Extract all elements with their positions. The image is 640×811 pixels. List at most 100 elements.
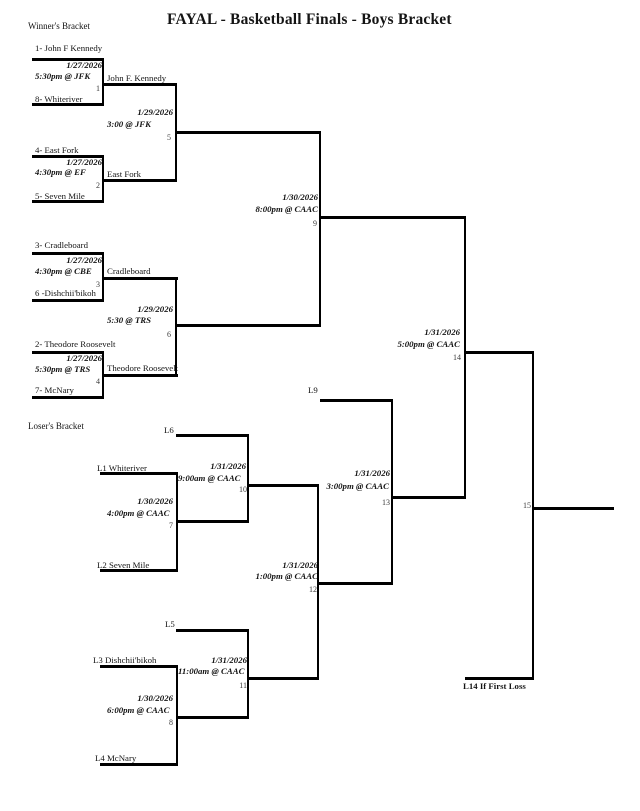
- g2-winner-label: East Fork: [107, 169, 141, 179]
- g1-top-line: [32, 58, 104, 61]
- g6-date: 1/29/2026: [137, 304, 173, 314]
- g10-feeder-label: L6: [164, 425, 174, 435]
- g3-top-line: [32, 252, 104, 255]
- g5-date: 1/29/2026: [137, 107, 173, 117]
- g7-seed-top: L1 Whiteriver: [97, 463, 147, 473]
- g8-connector: [175, 665, 178, 765]
- g8-seed-bottom: L4 McNary: [95, 753, 137, 763]
- g5-number: 5: [167, 133, 171, 142]
- g11-connector: [246, 629, 249, 718]
- g4-winner-line: [104, 374, 178, 377]
- g2-number: 2: [96, 181, 100, 190]
- g14-connector: [463, 216, 466, 498]
- g5-time: 3:00 @ JFK: [107, 119, 151, 129]
- g3-seed-top: 3- Cradleboard: [35, 240, 89, 250]
- l6-line: [176, 434, 249, 437]
- g3-number: 3: [96, 280, 100, 289]
- g6-time: 5:30 @ TRS: [107, 315, 151, 325]
- g1-winner-line: [104, 83, 177, 86]
- g2-winner-line: [104, 179, 177, 182]
- g10-time: 9:00am @ CAAC: [178, 473, 241, 483]
- g9-date: 1/30/2026: [282, 192, 318, 202]
- g7-number: 7: [169, 521, 173, 530]
- g8-time: 6:00pm @ CAAC: [107, 705, 170, 715]
- g8-seed-top: L3 Dishchii'bikoh: [93, 655, 157, 665]
- g9-time: 8:00pm @ CAAC: [255, 204, 318, 214]
- g9-winner-line: [320, 216, 466, 219]
- g3-date: 1/27/2026: [66, 255, 102, 265]
- g6-winner-line: [175, 324, 321, 327]
- g14-winner-line: [465, 351, 534, 354]
- g4-seed-top: 2- Theodore Roosevelt: [35, 339, 116, 349]
- g10-winner-line: [248, 484, 319, 487]
- l9-line: [320, 399, 393, 402]
- g4-bottom-line: [32, 396, 104, 399]
- g1-seed-bottom: 8- Whiteriver: [35, 94, 83, 104]
- g1-winner-label: John F. Kennedy: [107, 73, 167, 83]
- g3-winner-label: Cradleboard: [107, 266, 151, 276]
- g7-connector: [175, 472, 178, 571]
- g8-winner-line: [177, 716, 249, 719]
- g15-winner-line: [533, 507, 614, 510]
- g2-top-line: [32, 155, 104, 158]
- g4-seed-bottom: 7- McNary: [35, 385, 74, 395]
- g4-top-line: [32, 351, 104, 354]
- g7-time: 4:00pm @ CAAC: [107, 508, 170, 518]
- g12-time: 1:00pm @ CAAC: [255, 571, 318, 581]
- g7-seed-bottom: L2 Seven Mile: [97, 560, 150, 570]
- g7-bottom-line: [100, 569, 178, 572]
- g2-bottom-line: [32, 200, 104, 203]
- g13-time: 3:00pm @ CAAC: [326, 481, 389, 491]
- g6-connector: [174, 277, 177, 376]
- l5-line: [176, 629, 249, 632]
- g11-winner-line: [248, 677, 319, 680]
- g10-date: 1/31/2026: [210, 461, 246, 471]
- g1-bottom-line: [32, 103, 104, 106]
- g15-number: 15: [523, 501, 531, 510]
- g4-date: 1/27/2026: [66, 353, 102, 363]
- g4-winner-label: Theodore Roosevelt: [107, 363, 179, 373]
- g11-number: 11: [239, 681, 247, 690]
- g9-connector: [318, 131, 321, 326]
- g12-number: 12: [309, 585, 317, 594]
- g8-top-line: [100, 665, 178, 668]
- g6-number: 6: [167, 330, 171, 339]
- g2-date: 1/27/2026: [66, 157, 102, 167]
- g5-winner-line: [175, 131, 321, 134]
- g11-feeder-label: L5: [165, 619, 175, 629]
- g3-bottom-line: [32, 299, 104, 302]
- g8-bottom-line: [100, 763, 178, 766]
- g13-number: 13: [382, 498, 390, 507]
- g14-number: 14: [453, 353, 461, 362]
- g2-seed-top: 4- East Fork: [35, 145, 79, 155]
- g15-connector: [531, 351, 534, 679]
- g10-number: 10: [239, 485, 247, 494]
- g11-date: 1/31/2026: [211, 655, 247, 665]
- g12-winner-line: [318, 582, 393, 585]
- g10-connector: [246, 434, 249, 522]
- g2-connector: [101, 155, 104, 202]
- g2-seed-bottom: 5- Seven Mile: [35, 191, 85, 201]
- g4-number: 4: [96, 377, 100, 386]
- g7-winner-line: [177, 520, 249, 523]
- g7-top-line: [100, 472, 178, 475]
- g2-time: 4:30pm @ EF: [35, 167, 86, 177]
- g4-connector: [101, 351, 104, 398]
- g3-winner-line: [104, 277, 178, 280]
- g1-date: 1/27/2026: [66, 60, 102, 70]
- g8-number: 8: [169, 718, 173, 727]
- g15-feeder-label: L14 If First Loss: [463, 681, 526, 691]
- page-title: FAYAL - Basketball Finals - Boys Bracket: [167, 11, 452, 28]
- g12-date: 1/31/2026: [282, 560, 318, 570]
- g14-date: 1/31/2026: [424, 327, 460, 337]
- l14-line: [465, 677, 534, 680]
- winners-bracket-label: Winner's Bracket: [28, 21, 90, 31]
- g3-seed-bottom: 6 -Dishchii'bikoh: [35, 288, 96, 298]
- losers-bracket-label: Loser's Bracket: [28, 421, 84, 431]
- g13-connector: [390, 399, 393, 584]
- g1-connector: [101, 58, 104, 105]
- g12-connector: [316, 484, 319, 679]
- g1-seed-top: 1- John F Kennedy: [35, 43, 103, 53]
- g1-number: 1: [96, 84, 100, 93]
